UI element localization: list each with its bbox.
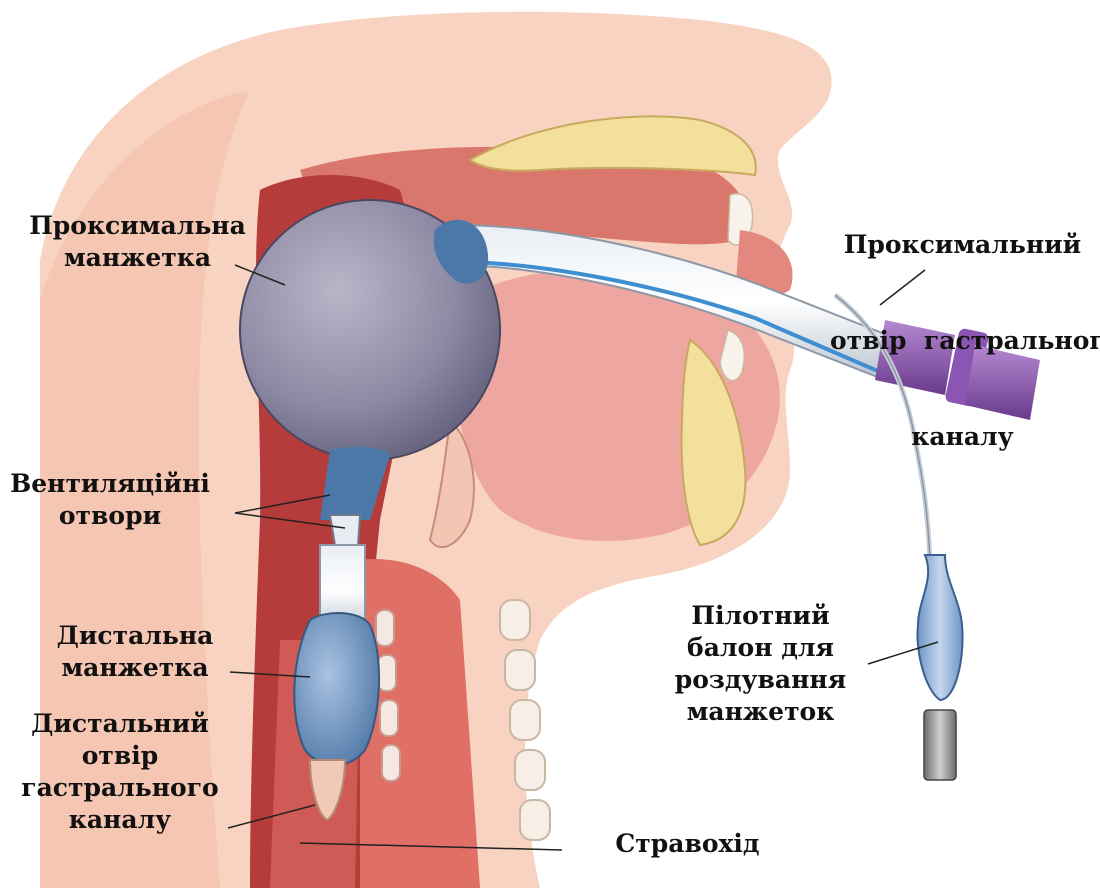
label-proximal-cuff: Проксимальна манжетка bbox=[15, 210, 260, 274]
label-ventilation-openings: Вентиляційні отвори bbox=[5, 468, 215, 532]
label-distal-gastric-opening: Дистальний отвір гастрального каналу bbox=[15, 708, 225, 836]
label-proximal-gastric-opening: Проксимальний отвір гастрального каналу bbox=[830, 165, 1095, 485]
label-pilot-balloon: Пілотний балон для роздування манжеток bbox=[668, 600, 853, 728]
distal-cuff-shape bbox=[294, 613, 379, 765]
label-esophagus: Стравохід bbox=[605, 828, 770, 860]
ventilation-openings bbox=[330, 515, 360, 545]
pilot-balloon bbox=[917, 555, 962, 700]
pilot-valve bbox=[924, 710, 956, 780]
label-distal-cuff: Дистальна манжетка bbox=[45, 620, 225, 684]
